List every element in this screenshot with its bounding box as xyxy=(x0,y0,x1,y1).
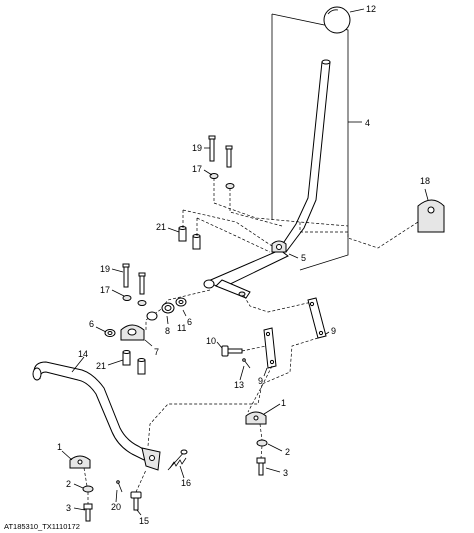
callout-13: 13 xyxy=(234,380,244,390)
callout-1-left: 1 xyxy=(57,442,62,452)
callout-3-right: 3 xyxy=(283,468,288,478)
callout-21-upper: 21 xyxy=(156,222,166,232)
upper-spacers xyxy=(178,226,201,250)
callout-3-left: 3 xyxy=(66,503,71,513)
callout-2-right: 2 xyxy=(285,447,290,457)
lever-arm xyxy=(203,249,289,299)
lever-knob xyxy=(323,6,351,34)
callout-12: 12 xyxy=(366,4,376,14)
lower-spacers xyxy=(122,350,146,375)
assembly-lines-middle xyxy=(147,337,319,447)
callout-8: 8 xyxy=(165,326,170,336)
callout-7: 7 xyxy=(154,347,159,357)
bushings xyxy=(104,297,187,337)
callout-21-lower: 21 xyxy=(96,361,106,371)
callout-5: 5 xyxy=(301,253,306,263)
spring xyxy=(167,449,188,471)
pin-and-cotter xyxy=(221,345,251,369)
shift-lever xyxy=(279,59,331,253)
callout-6-left: 6 xyxy=(89,319,94,329)
callout-11: 11 xyxy=(177,323,186,333)
callout-2-left: 2 xyxy=(66,479,71,489)
leader-lines xyxy=(61,8,429,516)
callout-20: 20 xyxy=(111,502,121,512)
callout-9-upper: 9 xyxy=(331,326,336,336)
shift-rod xyxy=(32,361,161,471)
callout-18: 18 xyxy=(420,176,430,186)
figure-caption: AT185310_TX1110172 xyxy=(4,522,80,531)
left-clamp-assembly xyxy=(69,455,94,522)
lever-clamp xyxy=(271,240,287,253)
lower-bolts xyxy=(122,263,147,306)
callout-labels: 12 4 19 17 18 21 5 19 17 6 6 11 8 7 9 9 … xyxy=(57,4,430,526)
right-clamp-assembly xyxy=(245,411,268,476)
callout-1-right: 1 xyxy=(281,398,286,408)
callout-17-upper: 17 xyxy=(192,164,202,174)
lower-pin-and-cotter xyxy=(116,469,147,511)
cover-plate xyxy=(417,199,445,233)
linkage-plates xyxy=(263,297,327,369)
callout-4: 4 xyxy=(365,118,370,128)
callout-10: 10 xyxy=(206,336,216,346)
reference-plane xyxy=(271,13,349,271)
pivot-clamp xyxy=(120,324,145,341)
callout-17-lower: 17 xyxy=(100,285,110,295)
upper-bolts xyxy=(208,135,235,189)
callout-19-upper: 19 xyxy=(192,143,202,153)
callout-6-right: 6 xyxy=(187,317,192,327)
callout-16: 16 xyxy=(181,478,191,488)
callout-15: 15 xyxy=(139,516,149,526)
callout-14: 14 xyxy=(78,349,88,359)
callout-9-lower: 9 xyxy=(258,376,263,386)
assembly-lines-upper xyxy=(145,178,419,330)
callout-19-lower: 19 xyxy=(100,264,110,274)
